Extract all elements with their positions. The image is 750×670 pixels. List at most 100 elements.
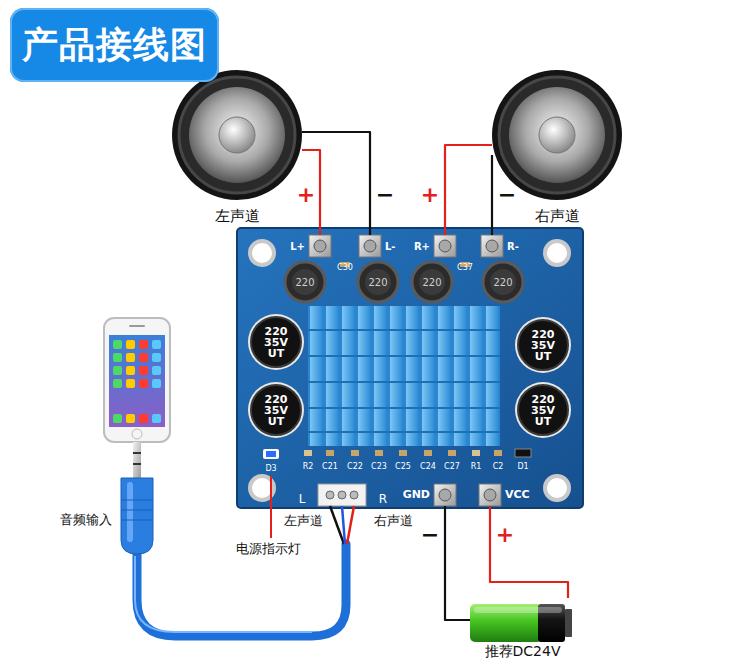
heatsink bbox=[486, 306, 498, 446]
screw-terminal bbox=[309, 235, 503, 506]
audio-cable bbox=[135, 556, 312, 632]
speaker-terminal: L+ bbox=[309, 235, 331, 257]
speaker-label: 左声道 bbox=[172, 208, 302, 225]
screw-terminal bbox=[484, 489, 496, 501]
audio-plug bbox=[133, 463, 141, 465]
polarity-sign: + bbox=[297, 183, 315, 207]
silkscreen-label: R bbox=[379, 493, 387, 506]
smd-component bbox=[494, 450, 502, 456]
inductor bbox=[483, 262, 523, 302]
right-speaker bbox=[492, 70, 622, 200]
speaker-terminal: L- bbox=[359, 235, 381, 257]
callout-label: 电源指示灯 bbox=[236, 542, 301, 556]
inductor bbox=[412, 262, 452, 302]
phone bbox=[113, 340, 161, 349]
inductor-value: 220 bbox=[368, 277, 387, 288]
screw-terminal bbox=[439, 489, 451, 501]
silkscreen-label: C24 bbox=[420, 463, 436, 472]
input-connector bbox=[318, 484, 366, 506]
inductor-value: 220 bbox=[493, 277, 512, 288]
speaker: 左声道 bbox=[172, 70, 302, 230]
silkscreen-label: C37 bbox=[457, 264, 473, 273]
heatsink bbox=[342, 306, 354, 446]
power-led bbox=[266, 451, 276, 457]
audio-plug bbox=[127, 482, 133, 542]
left-speaker bbox=[172, 70, 302, 200]
inductor-value: 220 bbox=[422, 277, 441, 288]
screw-terminal bbox=[439, 240, 451, 252]
callout-label: 右声道 bbox=[374, 514, 413, 528]
silkscreen-label: D1 bbox=[517, 463, 528, 472]
battery-node-label: 推荐DC24V bbox=[470, 644, 575, 659]
electrolytic-capacitor bbox=[518, 320, 568, 370]
wire bbox=[445, 506, 470, 620]
audio-plug bbox=[133, 452, 141, 454]
heatsink bbox=[308, 306, 500, 446]
silkscreen-label: D3 bbox=[265, 465, 276, 474]
wire bbox=[490, 506, 568, 598]
phone bbox=[130, 325, 144, 327]
electrolytic-capacitor bbox=[248, 314, 304, 370]
polarity-sign: − bbox=[421, 523, 439, 547]
audio-plug bbox=[121, 442, 153, 554]
capacitor-rating: 220 35V UT bbox=[262, 394, 290, 427]
capacitor-rating: 220 35V UT bbox=[262, 326, 290, 359]
power-led bbox=[263, 449, 279, 459]
heatsink bbox=[470, 306, 482, 446]
amplifier-board bbox=[237, 228, 583, 508]
speaker-terminal: R- bbox=[481, 235, 503, 257]
phone bbox=[113, 414, 161, 423]
phone bbox=[104, 318, 170, 442]
title-box: 产品接线图 bbox=[10, 8, 219, 82]
audio-plug bbox=[133, 442, 141, 480]
silkscreen-label: L bbox=[299, 493, 306, 506]
phone bbox=[104, 318, 170, 442]
electrolytic-capacitor bbox=[518, 385, 568, 435]
signal-wire bbox=[330, 506, 344, 544]
speaker-terminal-label: L- bbox=[385, 241, 396, 252]
screw-terminal bbox=[359, 235, 381, 257]
screw-terminal bbox=[364, 240, 376, 252]
silkscreen-label: C23 bbox=[371, 463, 387, 472]
inductor bbox=[285, 262, 523, 302]
screw-terminal bbox=[479, 484, 501, 506]
smd-component bbox=[472, 450, 480, 456]
phone bbox=[113, 366, 161, 375]
input-connector bbox=[338, 491, 346, 499]
smd-component bbox=[375, 450, 383, 456]
speaker-terminal-label: R+ bbox=[414, 241, 430, 252]
inductor-value: 220 bbox=[295, 277, 314, 288]
inductor bbox=[285, 262, 325, 302]
right-speaker bbox=[492, 70, 622, 200]
heatsink bbox=[406, 306, 418, 446]
smd-component bbox=[448, 450, 456, 456]
smd-component bbox=[351, 450, 359, 456]
heatsink bbox=[374, 306, 386, 446]
battery-node: 推荐DC24V bbox=[470, 598, 575, 664]
heatsink bbox=[358, 306, 370, 446]
power-terminal: GND bbox=[434, 484, 456, 506]
power-terminal: VCC bbox=[479, 484, 501, 506]
wire bbox=[445, 145, 492, 235]
audio-plug bbox=[121, 500, 153, 520]
mounting-hole bbox=[545, 476, 569, 500]
power-terminal-label: GND bbox=[403, 489, 430, 501]
indicator-leader bbox=[270, 476, 272, 538]
heatsink bbox=[438, 306, 450, 446]
capacitor-rating: 220 35V UT bbox=[529, 394, 557, 427]
mounting-hole bbox=[545, 241, 569, 265]
polarity-sign: − bbox=[498, 183, 516, 207]
heatsink bbox=[308, 330, 500, 432]
signal-wire bbox=[347, 506, 354, 544]
heatsink bbox=[390, 306, 402, 446]
screw-terminal bbox=[486, 240, 498, 252]
amplifier-board bbox=[237, 228, 583, 508]
polarity-sign: + bbox=[496, 523, 514, 547]
left-speaker bbox=[189, 87, 285, 183]
audio-cable bbox=[135, 544, 346, 636]
input-connector bbox=[326, 491, 334, 499]
mounting-hole bbox=[250, 241, 569, 500]
power-led bbox=[263, 449, 279, 459]
